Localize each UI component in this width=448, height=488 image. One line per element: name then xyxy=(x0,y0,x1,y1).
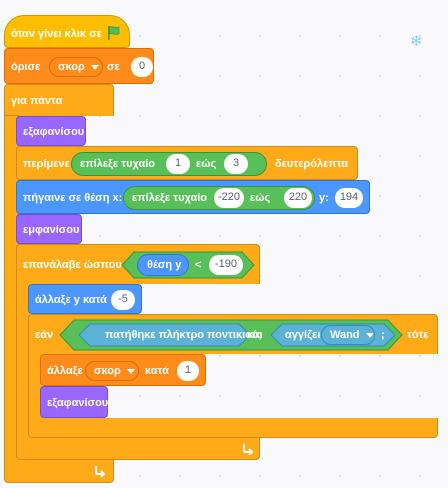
change-label: άλλαξε xyxy=(47,365,83,377)
green-flag-icon xyxy=(108,26,120,40)
wait-block[interactable]: περίμενε επίλεξε τυχαίο 1 εώς 3 δευτερόλ… xyxy=(16,146,358,180)
hide-label: εξαφανίσου xyxy=(47,397,109,409)
touching-target-name: Wand xyxy=(330,329,360,341)
go-to-xy-block[interactable]: πήγαινε σε θέση x: επίλεξε τυχαίο -220 ε… xyxy=(16,180,370,214)
random-to-input[interactable]: 3 xyxy=(224,154,248,174)
random-to-label: εώς xyxy=(196,158,217,170)
random-to-label-x: εώς xyxy=(250,192,271,204)
random-to-x-input[interactable]: 220 xyxy=(284,188,312,208)
loop-arrow-icon xyxy=(95,466,106,477)
seconds-label: δευτερόλεπτα xyxy=(275,158,349,170)
variable-dropdown[interactable]: σκορ xyxy=(49,57,103,77)
and-label: και xyxy=(247,329,263,341)
variable-name: σκορ xyxy=(58,61,85,73)
random-from-x-input[interactable]: -220 xyxy=(214,188,244,208)
change-value-input[interactable]: 1 xyxy=(177,361,199,381)
mouse-down-label: πατήθηκε πλήκτρο ποντικιού; xyxy=(105,329,262,341)
loop-arrow-icon xyxy=(243,444,254,455)
semicolon-label: ; xyxy=(381,329,385,341)
pick-random-reporter[interactable]: επίλεξε τυχαίο 1 εώς 3 xyxy=(71,152,267,176)
less-than-label: < xyxy=(195,259,202,271)
if-bottom[interactable] xyxy=(28,418,438,438)
repeat-until-label: επανάλαβε ώσπου xyxy=(23,259,122,271)
random-label-x: επίλεξε τυχαίο xyxy=(132,192,207,204)
compare-value-input[interactable]: -190 xyxy=(209,255,243,275)
snowflake-icon: ❄ xyxy=(410,33,423,50)
forever-label: για πάντα xyxy=(11,95,63,107)
touching-label: αγγίζει xyxy=(285,329,321,341)
touching-target-dropdown[interactable]: Wand xyxy=(321,325,375,345)
repeat-until-arm xyxy=(16,283,30,439)
hide-block[interactable]: εξαφανίσου xyxy=(40,386,108,418)
to-label: σε xyxy=(107,61,120,73)
then-label: τότε xyxy=(407,329,429,341)
forever-block[interactable]: για πάντα xyxy=(4,84,114,116)
set-variable-block[interactable]: όρισε σκορ σε 0 xyxy=(4,48,154,84)
random-label: επίλεξε τυχαίο xyxy=(80,158,155,170)
y-position-label: θέση y xyxy=(147,259,182,271)
variable-name: σκορ xyxy=(94,365,121,377)
dropdown-arrow-icon xyxy=(90,64,99,70)
wait-label: περίμενε xyxy=(23,158,70,170)
goto-label: πήγαινε σε θέση x: xyxy=(23,192,123,204)
by-label: κατά xyxy=(145,365,169,377)
pick-random-reporter-x[interactable]: επίλεξε τυχαίο -220 εώς 220 xyxy=(123,186,315,210)
set-label: όρισε xyxy=(11,61,41,73)
random-from-input[interactable]: 1 xyxy=(166,154,190,174)
if-block[interactable]: εάν πατήθηκε πλήκτρο ποντικιού; και αγγί… xyxy=(28,314,438,354)
show-label: εμφανίσου xyxy=(23,224,80,236)
y-position-reporter[interactable]: θέση y xyxy=(137,254,189,276)
forever-bottom[interactable] xyxy=(4,459,114,483)
dropdown-arrow-icon xyxy=(126,368,135,374)
if-label: εάν xyxy=(35,329,54,341)
hat-label: όταν γίνει κλικ σε xyxy=(11,28,102,40)
dropdown-arrow-icon xyxy=(365,332,374,338)
y-label: y: xyxy=(319,192,329,204)
value-input[interactable]: 0 xyxy=(131,57,153,77)
show-block[interactable]: εμφανίσου xyxy=(16,214,82,244)
change-y-block[interactable]: άλλαξε y κατά -5 xyxy=(28,284,142,314)
hide-label: εξαφανίσου xyxy=(23,126,85,138)
repeat-until-block[interactable]: επανάλαβε ώσπου θέση y < -190 xyxy=(16,244,260,284)
y-input[interactable]: 194 xyxy=(335,188,363,208)
variable-dropdown[interactable]: σκορ xyxy=(85,361,139,381)
change-y-label: άλλαξε y κατά xyxy=(35,294,107,306)
change-y-input[interactable]: -5 xyxy=(111,290,135,310)
if-arm xyxy=(28,353,42,419)
repeat-until-bottom[interactable] xyxy=(16,438,260,460)
change-variable-block[interactable]: άλλαξε σκορ κατά 1 xyxy=(40,354,206,386)
hide-block[interactable]: εξαφανίσου xyxy=(16,116,86,146)
and-boolean[interactable] xyxy=(59,319,403,351)
when-flag-clicked-block[interactable]: όταν γίνει κλικ σε xyxy=(4,15,130,48)
